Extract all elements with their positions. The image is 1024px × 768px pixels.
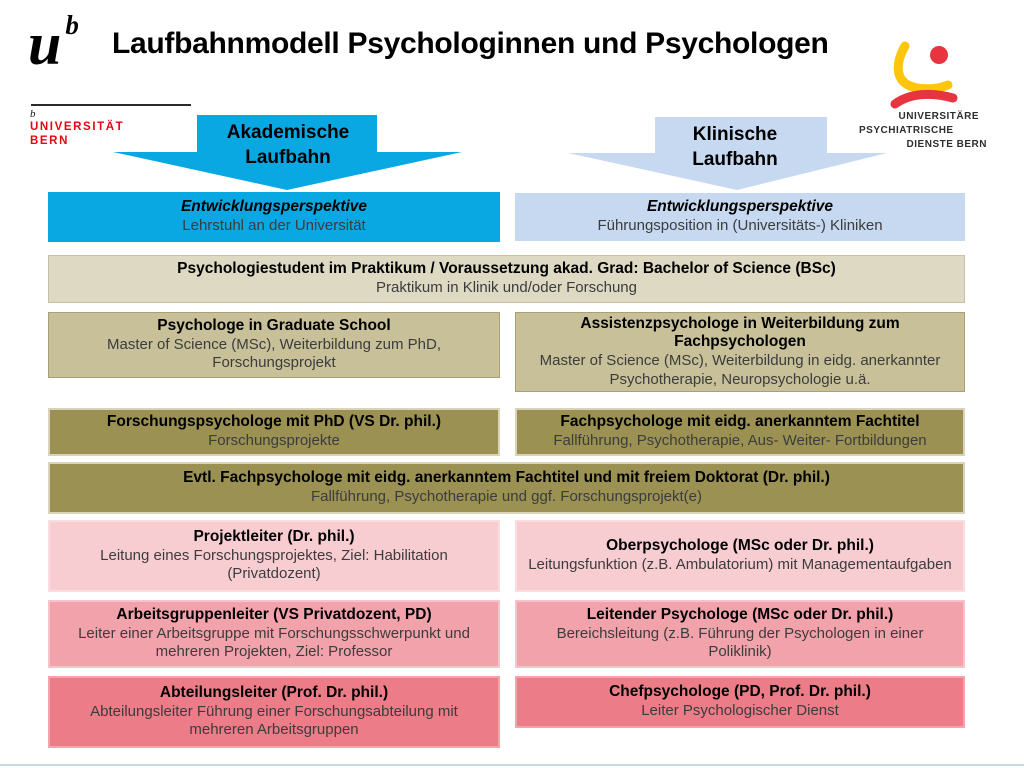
box-title: Forschungspsychologe mit PhD (VS Dr. phi… <box>106 413 442 431</box>
upd-logo-name-line3: DIENSTE BERN <box>906 138 987 150</box>
box-body: Führungsposition in (Universitäts-) Klin… <box>597 217 883 235</box>
unibe-logo-name-line1: UNIVERSITÄT <box>30 121 125 133</box>
upd-logo-yellow-stroke <box>893 41 953 94</box>
box-body: Master of Science (MSc), Weiterbildung i… <box>539 352 941 388</box>
slide-bottom-edge <box>0 764 1024 766</box>
unibe-logo-superscript: b <box>65 10 79 40</box>
box-evtl-fachpsychologe: Evtl. Fachpsychologe mit eidg. anerkannt… <box>48 462 965 514</box>
box-body: Fallführung, Psychotherapie und ggf. For… <box>310 488 703 506</box>
box-oberpsychologe: Oberpsychologe (MSc oder Dr. phil.) Leit… <box>515 520 965 592</box>
upd-logo-name: UNIVERSITÄRE PSYCHIATRISCHE DIENSTE BERN <box>845 110 1005 151</box>
upd-logo-head-dot <box>930 46 948 64</box>
box-projektleiter: Projektleiter (Dr. phil.) Leitung eines … <box>48 520 500 592</box>
box-body: Forschungsprojekte <box>208 432 340 450</box>
box-title: Evtl. Fachpsychologe mit eidg. anerkannt… <box>183 469 830 487</box>
box-body: Praktikum in Klinik und/oder Forschung <box>376 279 637 297</box>
box-title: Assistenzpsychologe in Weiterbildung zum… <box>580 314 900 351</box>
unibe-logo-name-line2: BERN <box>30 135 69 147</box>
upd-logo-name-line1: UNIVERSITÄRE <box>898 111 979 122</box>
academic-career-arrow-label: Akademische Laufbahn <box>226 122 350 169</box>
upd-logo-name-line2: PSYCHIATRISCHE <box>859 124 954 136</box>
box-title: Psychologiestudent im Praktikum / Voraus… <box>177 260 836 278</box>
box-title: Psychologe in Graduate School <box>157 316 391 334</box>
upd-logo-icon <box>890 41 958 109</box>
box-leitender-psychologe: Leitender Psychologe (MSc oder Dr. phil.… <box>515 600 965 668</box>
box-body: Lehrstuhl an der Universität <box>182 217 366 235</box>
box-body: Bereichsleitung (z.B. Führung der Psycho… <box>556 624 924 661</box>
box-title: Chefpsychologe (PD, Prof. Dr. phil.) <box>609 683 871 701</box>
box-title: Entwicklungsperspektive <box>646 198 834 216</box>
box-title: Abteilungsleiter (Prof. Dr. phil.) <box>159 683 389 701</box>
box-body: Leitungsfunktion (z.B. Ambulatorium) mit… <box>528 556 952 574</box>
box-title: Arbeitsgruppenleiter (VS Privatdozent, P… <box>116 605 432 623</box>
box-body: Fallführung, Psychotherapie, Aus- Weiter… <box>553 432 927 450</box>
box-body: Abteilungsleiter Führung einer Forschung… <box>90 702 458 739</box>
upd-logo-red-stroke <box>890 89 958 109</box>
box-body: Leitung eines Forschungsprojektes, Ziel:… <box>100 546 448 583</box>
box-title: Projektleiter (Dr. phil.) <box>193 527 355 545</box>
unibe-logo-small-b: b <box>30 108 36 120</box>
box-body: Leiter einer Arbeitsgruppe mit Forschung… <box>78 624 470 661</box>
box-body: Leiter Psychologischer Dienst <box>641 702 839 720</box>
box-forschungspsychologe: Forschungspsychologe mit PhD (VS Dr. phi… <box>48 408 500 456</box>
box-title: Oberpsychologe (MSc oder Dr. phil.) <box>606 537 874 555</box>
box-title: Entwicklungsperspektive <box>180 198 368 216</box>
clinical-career-arrow-label: Klinische Laufbahn <box>692 124 778 171</box>
unibe-logo-divider <box>31 104 191 106</box>
box-fachpsychologe: Fachpsychologe mit eidg. anerkanntem Fac… <box>515 408 965 456</box>
box-graduate-school: Psychologe in Graduate School Master of … <box>48 312 500 378</box>
clinical-career-arrow-icon <box>568 117 887 190</box>
box-psychology-student: Psychologiestudent im Praktikum / Voraus… <box>48 255 965 303</box>
box-arbeitsgruppenleiter: Arbeitsgruppenleiter (VS Privatdozent, P… <box>48 600 500 668</box>
page-title: Laufbahnmodell Psychologinnen und Psycho… <box>112 27 829 60</box>
academic-career-arrow-icon <box>113 115 462 190</box>
box-development-perspective-clinical: Entwicklungsperspektive Führungsposition… <box>515 193 965 241</box>
box-body: Master of Science (MSc), Weiterbildung z… <box>106 335 441 372</box>
box-abteilungsleiter: Abteilungsleiter (Prof. Dr. phil.) Abtei… <box>48 676 500 748</box>
box-title: Leitender Psychologe (MSc oder Dr. phil.… <box>586 605 894 623</box>
box-development-perspective-academic: Entwicklungsperspektive Lehrstuhl an der… <box>48 192 500 242</box>
box-assistenzpsychologe: Assistenzpsychologe in Weiterbildung zum… <box>515 312 965 392</box>
box-chefpsychologe: Chefpsychologe (PD, Prof. Dr. phil.) Lei… <box>515 676 965 728</box>
box-title: Fachpsychologe mit eidg. anerkanntem Fac… <box>560 413 920 431</box>
